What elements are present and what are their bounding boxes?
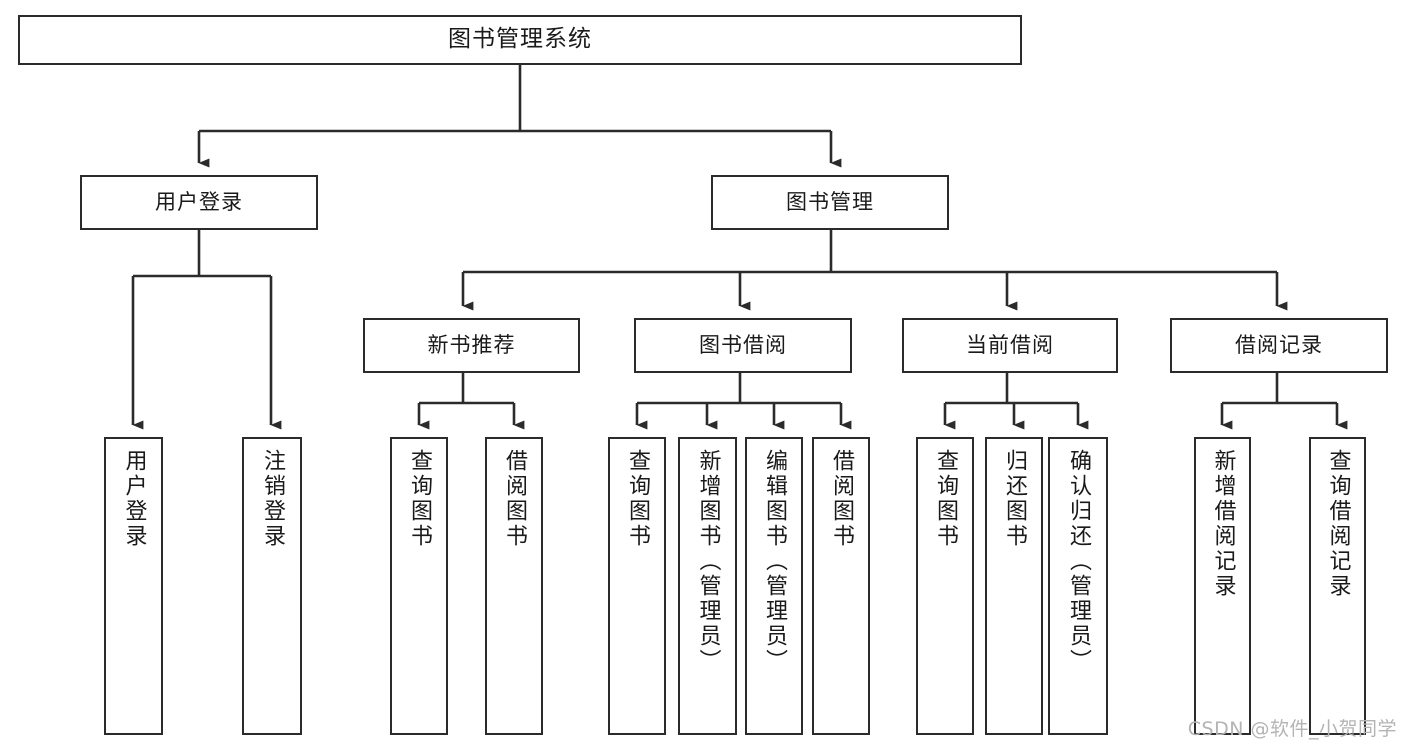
node-leaf-add-borrow-record-label: 新增借阅记录 xyxy=(1210,449,1236,599)
node-leaf-borrow-query-book-label: 查询图书 xyxy=(625,449,650,549)
node-leaf-add-book-admin[interactable]: 新增图书（管理员） xyxy=(678,437,737,735)
node-leaf-borrow-book-label: 借阅图书 xyxy=(829,449,854,549)
node-leaf-edit-book-admin[interactable]: 编辑图书（管理员） xyxy=(745,437,803,735)
node-leaf-logout-label: 注销登录 xyxy=(260,449,285,549)
node-borrow-record[interactable]: 借阅记录 xyxy=(1170,318,1388,373)
node-book-borrow[interactable]: 图书借阅 xyxy=(634,318,852,373)
csdn-watermark: CSDN @软件_小贺同学 xyxy=(1187,718,1397,740)
node-leaf-user-login-label: 用户登录 xyxy=(121,449,147,549)
node-leaf-borrow-query-book[interactable]: 查询图书 xyxy=(608,437,666,735)
node-leaf-logout[interactable]: 注销登录 xyxy=(242,437,302,735)
node-leaf-add-book-admin-label: 新增图书（管理员） xyxy=(695,449,721,674)
node-book-borrow-label: 图书借阅 xyxy=(699,333,787,358)
node-leaf-newbook-query-book-label: 查询图书 xyxy=(407,449,432,549)
node-leaf-newbook-borrow-book[interactable]: 借阅图书 xyxy=(485,437,543,735)
node-current-borrow-label: 当前借阅 xyxy=(966,333,1054,358)
node-leaf-return-book[interactable]: 归还图书 xyxy=(985,437,1043,735)
node-user-login[interactable]: 用户登录 xyxy=(80,175,318,230)
node-leaf-current-query-book[interactable]: 查询图书 xyxy=(916,437,974,735)
node-leaf-newbook-borrow-book-label: 借阅图书 xyxy=(502,449,527,549)
node-borrow-record-label: 借阅记录 xyxy=(1235,333,1323,358)
node-root[interactable]: 图书管理系统 xyxy=(18,15,1022,65)
node-leaf-newbook-query-book[interactable]: 查询图书 xyxy=(390,437,448,735)
node-book-management-label: 图书管理 xyxy=(786,190,874,215)
node-leaf-return-book-label: 归还图书 xyxy=(1002,449,1027,549)
node-leaf-query-borrow-record-label: 查询借阅记录 xyxy=(1325,449,1351,599)
node-book-management[interactable]: 图书管理 xyxy=(711,175,949,230)
node-leaf-query-borrow-record[interactable]: 查询借阅记录 xyxy=(1309,437,1366,735)
node-leaf-user-login[interactable]: 用户登录 xyxy=(104,437,163,735)
node-leaf-edit-book-admin-label: 编辑图书（管理员） xyxy=(762,449,787,674)
node-user-login-label: 用户登录 xyxy=(155,190,243,215)
node-current-borrow[interactable]: 当前借阅 xyxy=(902,318,1118,373)
node-leaf-confirm-return-admin-label: 确认归还（管理员） xyxy=(1066,449,1091,674)
node-root-label: 图书管理系统 xyxy=(448,26,592,53)
node-new-book-recommend-label: 新书推荐 xyxy=(427,333,516,358)
node-leaf-borrow-book[interactable]: 借阅图书 xyxy=(812,437,870,735)
node-leaf-confirm-return-admin[interactable]: 确认归还（管理员） xyxy=(1048,437,1108,735)
node-new-book-recommend[interactable]: 新书推荐 xyxy=(363,318,580,373)
node-leaf-add-borrow-record[interactable]: 新增借阅记录 xyxy=(1194,437,1251,735)
node-leaf-current-query-book-label: 查询图书 xyxy=(933,449,958,549)
